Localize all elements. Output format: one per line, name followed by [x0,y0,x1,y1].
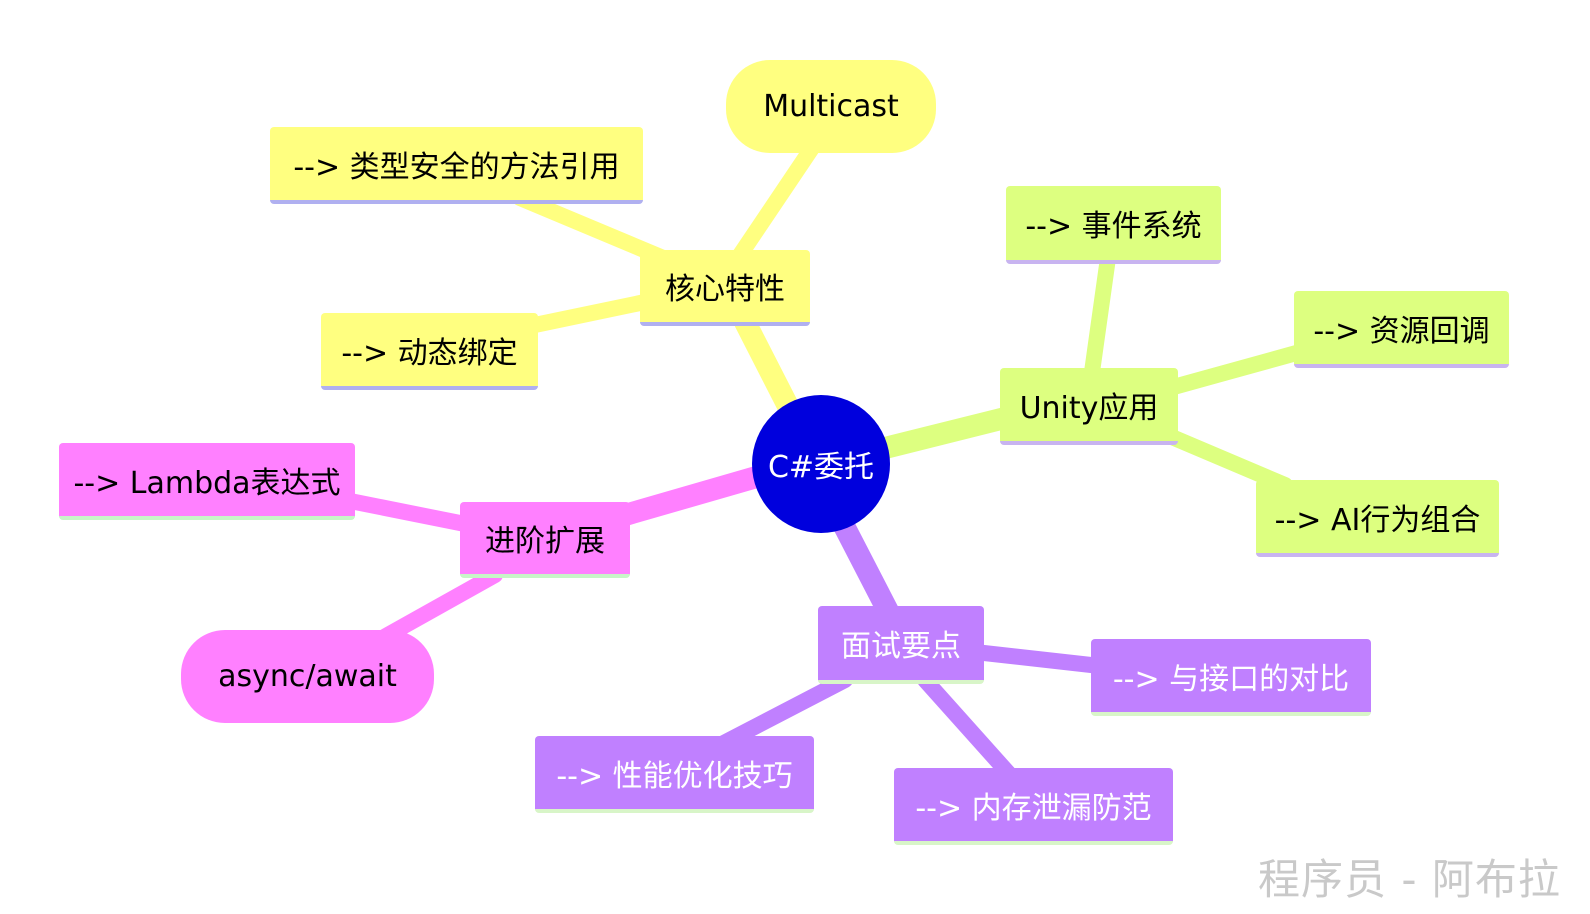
root-node: C#委托 [752,395,890,533]
leaf-event-system: --> 事件系统 [1006,186,1221,264]
edge-interview-interface [967,644,1108,674]
leaf-dynamic-binding-label: --> 动态绑定 [341,335,518,371]
branch-advanced-label: 进阶扩展 [485,524,605,559]
leaf-perf-tips-label: --> 性能优化技巧 [556,758,793,794]
branch-interview: 面试要点 [818,606,984,684]
branch-interview-label: 面试要点 [841,629,961,664]
edge-interview-perf [712,672,853,753]
edge-root-advanced [614,465,771,526]
leaf-lambda: --> Lambda表达式 [59,443,355,520]
edge-core-dynamic [522,294,653,334]
leaf-memory-leak-label: --> 内存泄漏防范 [915,790,1152,826]
leaf-type-safe-reference: --> 类型安全的方法引用 [270,127,643,204]
edge-unity-resource [1162,344,1308,396]
branch-unity-label: Unity应用 [1019,390,1159,426]
leaf-type-safe-reference-label: --> 类型安全的方法引用 [293,149,620,185]
branch-unity: Unity应用 [1000,368,1178,445]
branch-core-features-label: 核心特性 [665,272,785,307]
leaf-async-await-label: async/await [218,659,397,694]
edge-root-unity [874,407,1016,459]
leaf-interface-compare-label: --> 与接口的对比 [1112,661,1350,697]
edge-root-core [734,311,801,421]
edge-interview-memory [917,672,1018,783]
edge-advanced-lambda [337,492,478,533]
edge-root-interview [831,511,901,626]
leaf-ai-behavior-label: --> AI行为组合 [1274,502,1481,538]
edge-core-multicast [732,140,820,263]
leaf-multicast: Multicast [726,60,936,153]
leaf-resource-callback: --> 资源回调 [1294,291,1509,368]
branch-core-features: 核心特性 [640,250,810,326]
leaf-perf-tips: --> 性能优化技巧 [535,736,814,813]
leaf-interface-compare: --> 与接口的对比 [1091,639,1371,716]
edge-unity-ai [1152,424,1293,493]
leaf-event-system-label: --> 事件系统 [1025,209,1202,244]
edge-unity-event [1084,250,1116,380]
leaf-dynamic-binding: --> 动态绑定 [321,313,538,390]
leaf-resource-callback-label: --> 资源回调 [1313,313,1490,349]
leaf-memory-leak: --> 内存泄漏防范 [894,768,1173,845]
watermark: 程序员 - 阿布拉 [1258,855,1561,904]
leaf-ai-behavior: --> AI行为组合 [1256,480,1499,557]
root-label: C#委托 [767,450,875,485]
leaf-async-await: async/await [181,630,434,723]
branch-advanced: 进阶扩展 [460,502,630,578]
leaf-lambda-label: --> Lambda表达式 [73,465,341,501]
leaf-multicast-label: Multicast [763,89,899,124]
